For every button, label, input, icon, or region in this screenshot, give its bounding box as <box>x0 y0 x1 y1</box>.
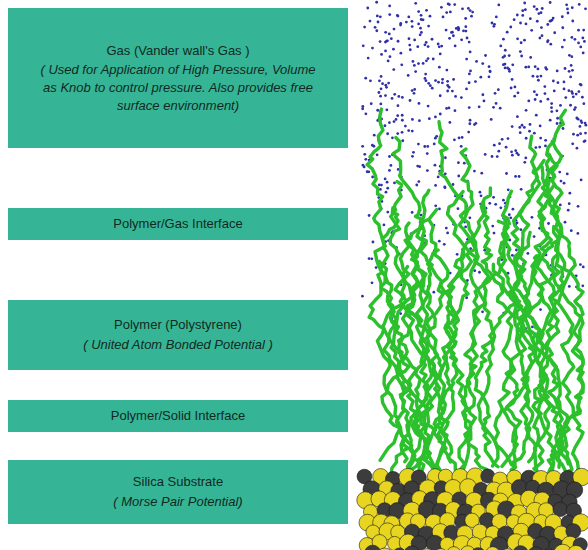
layer-box: Silica Substrate ( Morse Pair Potential) <box>8 460 348 524</box>
polymer-chains <box>367 109 583 489</box>
layer-title: Gas (Vander wall's Gas ) <box>33 42 323 60</box>
layer-description: ( Morse Pair Potential) <box>113 493 242 511</box>
layer-title: Silica Substrate <box>133 473 223 491</box>
layer-box: Polymer/Gas Interface <box>8 208 348 240</box>
layer-box: Polymer/Solid Interface <box>8 400 348 432</box>
layer-title: Polymer/Solid Interface <box>111 407 245 425</box>
layer-description: ( United Atom Bonded Potential ) <box>83 336 273 354</box>
layer-box: Gas (Vander wall's Gas )( Used for Appli… <box>8 8 348 148</box>
layer-description: ( Used for Application of High Pressure,… <box>33 61 323 114</box>
silica-atoms <box>357 468 588 550</box>
layer-box: Polymer (Polystyrene) ( United Atom Bonde… <box>8 300 348 370</box>
layer-title: Polymer (Polystyrene) <box>114 316 242 334</box>
layer-title: Polymer/Gas Interface <box>113 215 242 233</box>
